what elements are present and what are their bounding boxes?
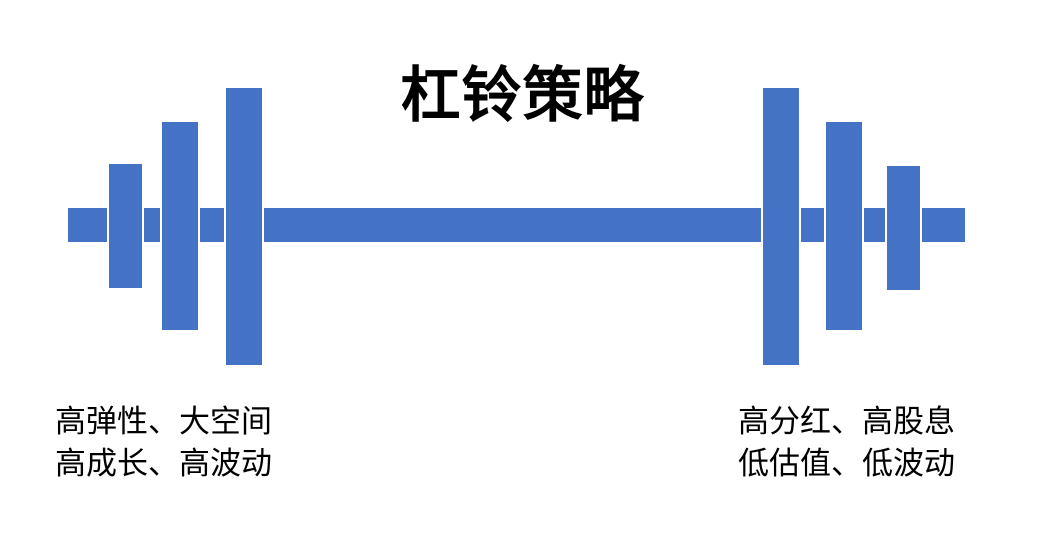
barbell-plate-left-large [224,86,264,367]
diagram-title: 杠铃策略 [400,62,645,129]
right-label: 高分红、高股息 低估值、低波动 [738,401,955,485]
barbell-bar [68,208,965,242]
left-label: 高弹性、大空间 高成长、高波动 [55,401,272,485]
left-label-line2: 高成长、高波动 [55,446,272,481]
right-label-line2: 低估值、低波动 [738,446,955,481]
barbell-plate-left-small [107,162,144,290]
barbell-plate-right-medium [824,120,864,332]
left-label-line1: 高弹性、大空间 [55,404,272,439]
right-label-line1: 高分红、高股息 [738,404,955,439]
barbell-plate-right-small [885,164,922,292]
barbell-plate-right-large [761,86,801,367]
barbell-plate-left-medium [160,120,200,332]
